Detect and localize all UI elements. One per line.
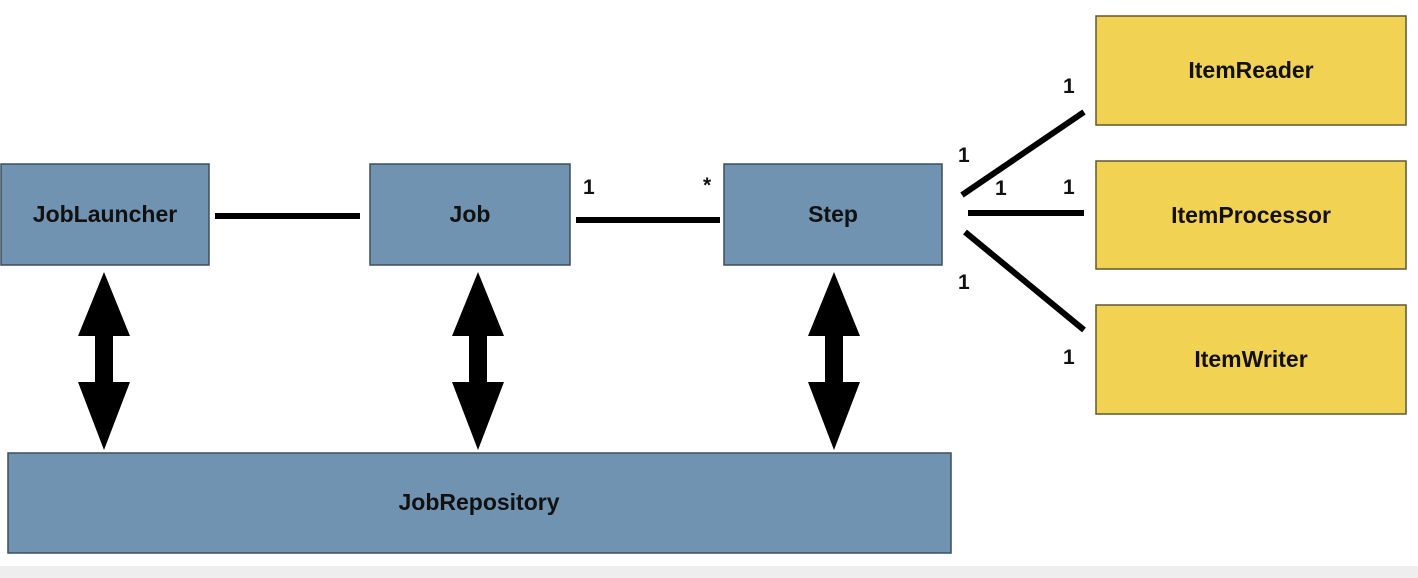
item-writer-node: ItemWriter	[1095, 304, 1407, 415]
job-launcher-label: JobLauncher	[33, 201, 177, 227]
launcher-repository-double-arrow	[78, 272, 130, 450]
multiplicity-step-side: *	[703, 174, 712, 197]
multiplicity-job-side: 1	[583, 176, 595, 199]
job-launcher-node: JobLauncher	[0, 163, 210, 266]
multiplicity-reader: 1	[1063, 75, 1075, 98]
multiplicity-writer: 1	[1063, 346, 1075, 369]
step-writer-connector	[963, 229, 1086, 333]
multiplicity-step-reader: 1	[958, 144, 970, 167]
step-label: Step	[808, 201, 858, 227]
bottom-strip	[0, 566, 1418, 578]
job-repository-node: JobRepository	[7, 452, 952, 554]
multiplicity-step-processor: 1	[995, 177, 1007, 200]
item-processor-label: ItemProcessor	[1171, 202, 1331, 228]
item-reader-node: ItemReader	[1095, 15, 1407, 126]
job-node: Job	[369, 163, 571, 266]
item-processor-node: ItemProcessor	[1095, 160, 1407, 270]
job-repository-label: JobRepository	[398, 489, 559, 515]
multiplicity-processor: 1	[1063, 176, 1075, 199]
step-node: Step	[723, 163, 943, 266]
item-writer-label: ItemWriter	[1194, 346, 1307, 372]
job-repository-double-arrow	[452, 272, 504, 450]
item-reader-label: ItemReader	[1188, 57, 1313, 83]
step-repository-double-arrow	[808, 272, 860, 450]
multiplicity-step-writer: 1	[958, 271, 970, 294]
step-reader-connector	[960, 109, 1086, 198]
job-label: Job	[450, 201, 491, 227]
